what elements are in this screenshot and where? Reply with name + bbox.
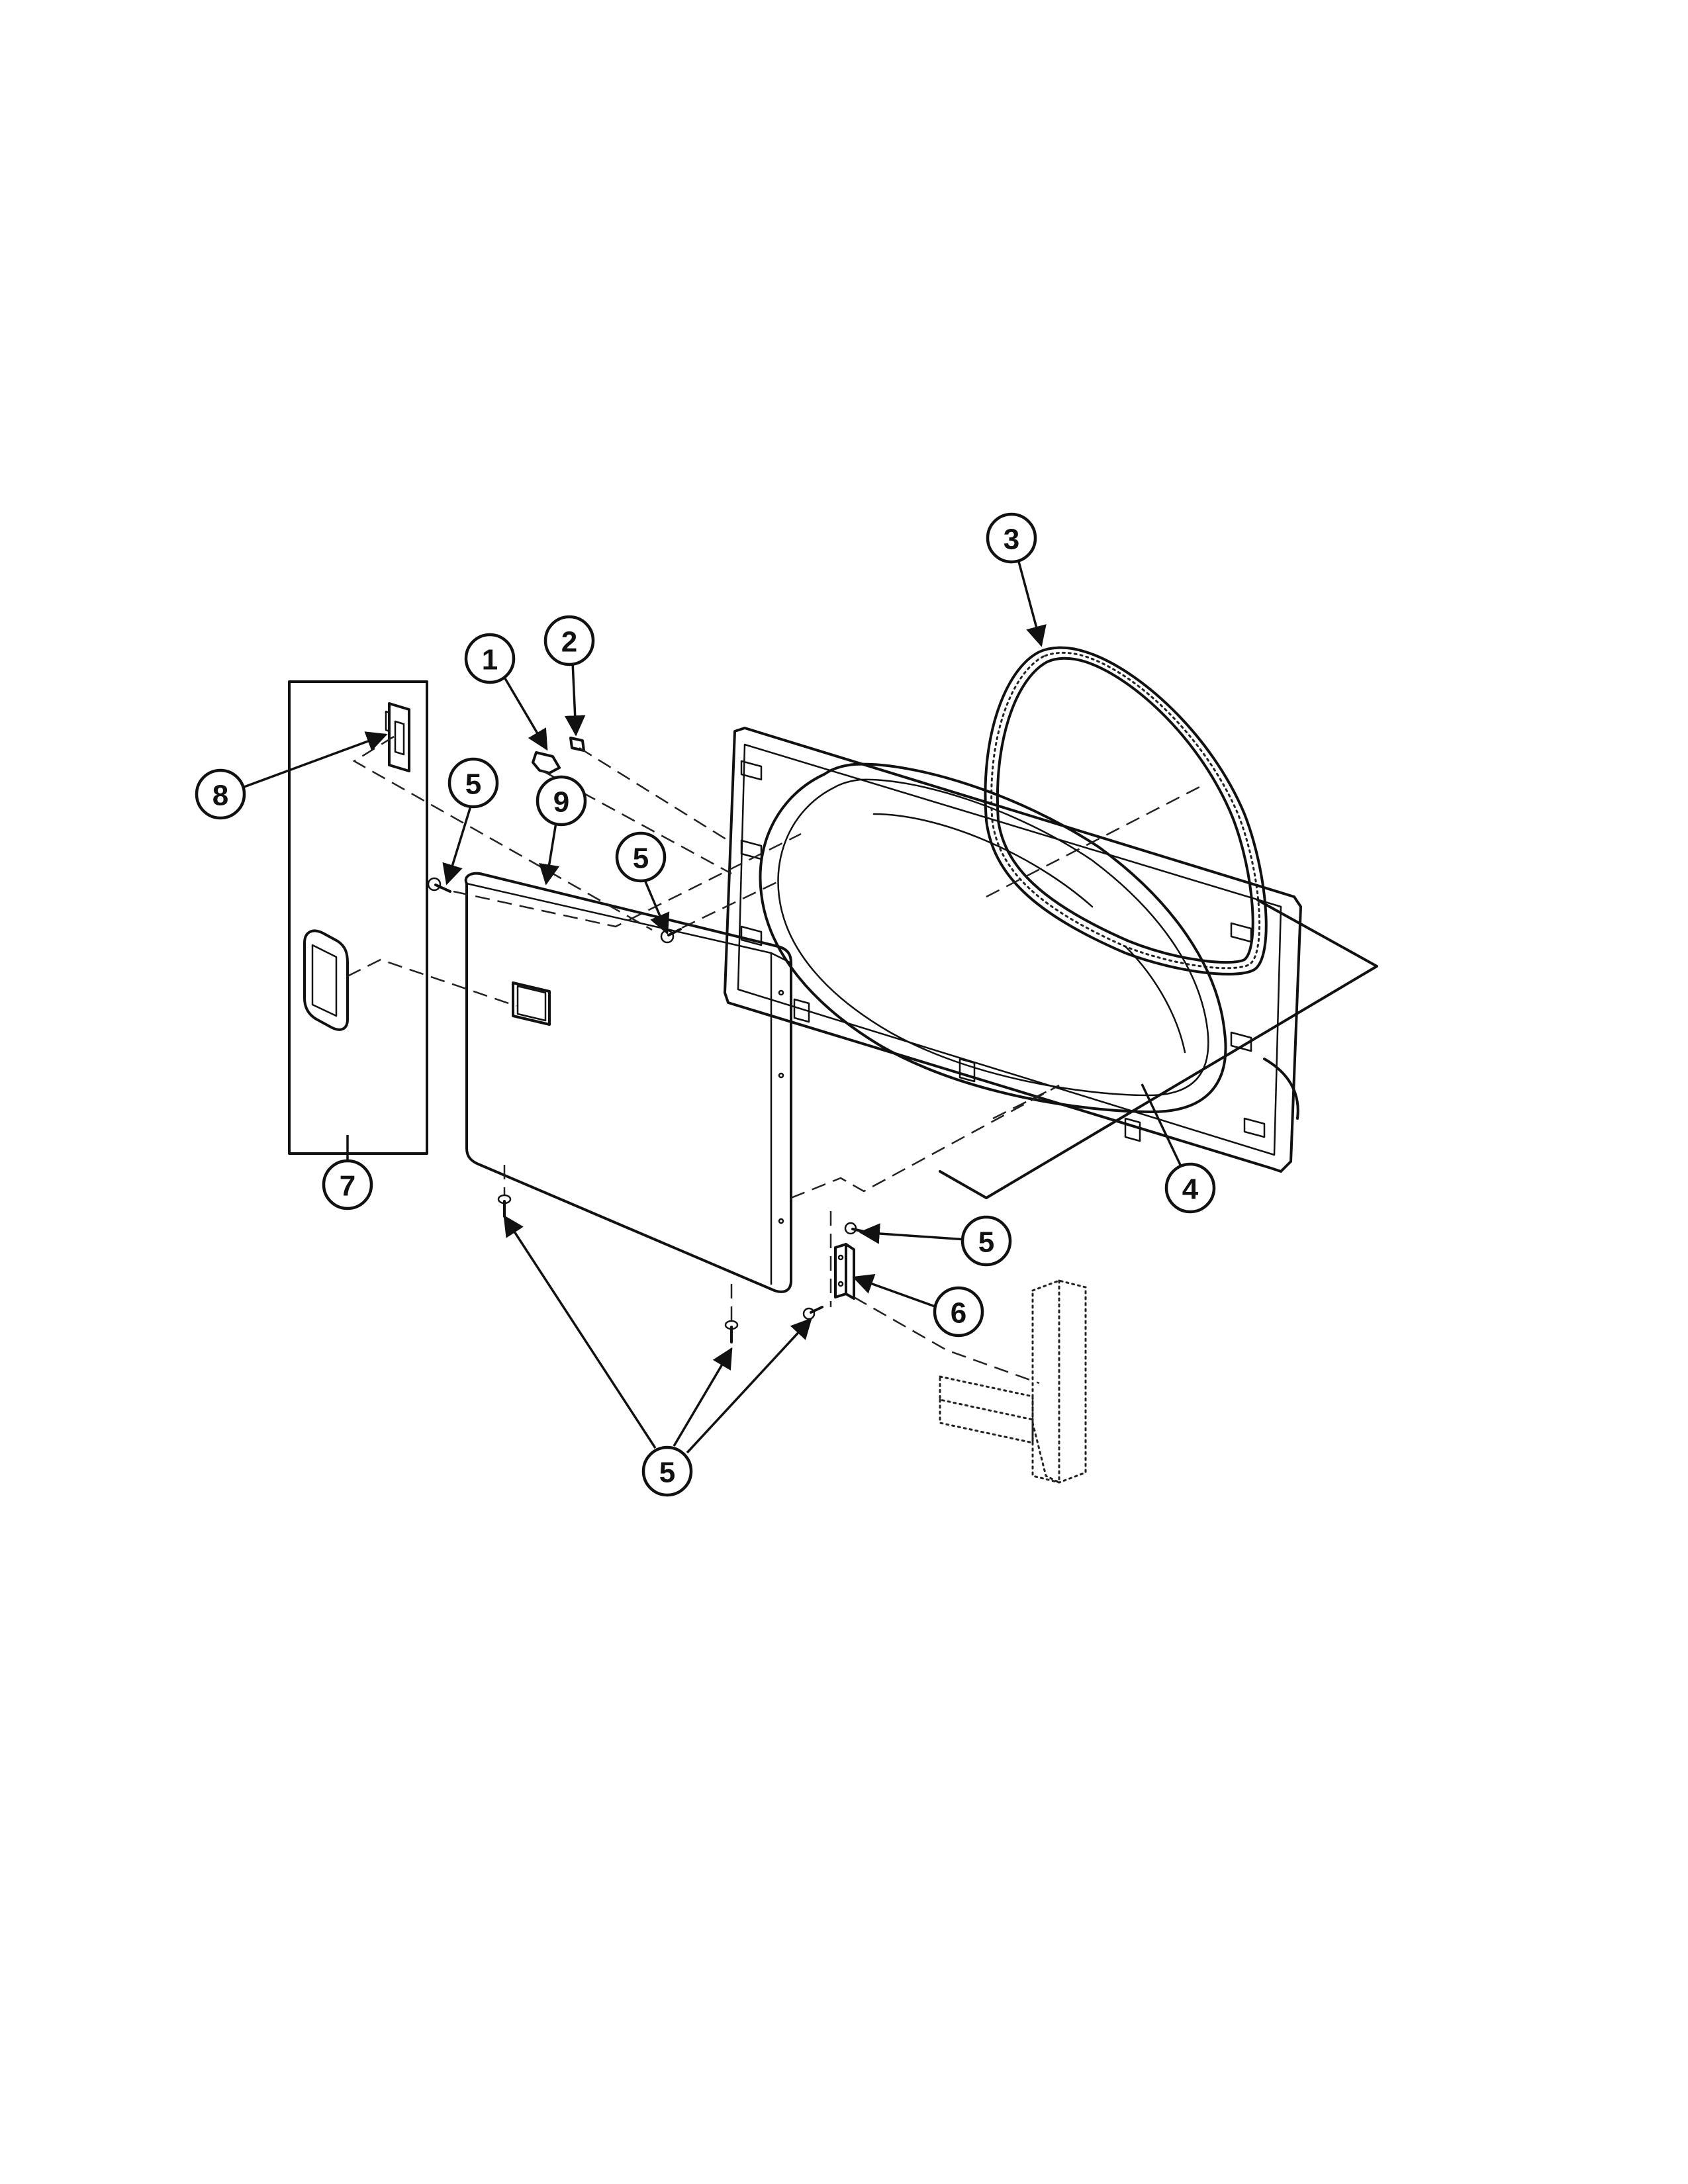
callout-9: 9 (536, 775, 587, 827)
callout-4: 4 (1164, 1162, 1216, 1214)
svg-text:6: 6 (951, 1297, 966, 1330)
lock-bracket-1 (532, 751, 561, 774)
svg-text:3: 3 (1004, 523, 1019, 556)
callout-5-bottom: 5 (641, 1445, 693, 1497)
callout-5-liner: 5 (615, 831, 667, 883)
screw-upper-left (427, 877, 451, 893)
svg-text:9: 9 (553, 786, 569, 819)
callout-3: 3 (986, 512, 1037, 564)
callout-1: 1 (464, 633, 516, 684)
assembly-bracket-4 (939, 899, 1378, 1199)
svg-text:1: 1 (482, 644, 498, 676)
svg-text:5: 5 (978, 1226, 994, 1259)
door-gasket (984, 646, 1268, 976)
screw-liner (660, 928, 682, 944)
callout-7: 7 (322, 1159, 373, 1210)
screw-bottom-right (724, 1320, 739, 1343)
svg-text:2: 2 (561, 626, 577, 659)
screw-bottom-left (497, 1194, 512, 1218)
door-inner-liner (724, 727, 1302, 1173)
callout-2: 2 (543, 615, 595, 666)
svg-text:5: 5 (659, 1457, 675, 1489)
svg-text:4: 4 (1182, 1173, 1199, 1206)
svg-text:8: 8 (212, 780, 228, 812)
svg-text:5: 5 (633, 842, 649, 875)
callout-5-hinge: 5 (961, 1215, 1012, 1267)
screw-hinge-lower (802, 1306, 823, 1320)
outer-door-panel (464, 872, 792, 1293)
svg-text:7: 7 (340, 1170, 355, 1203)
leader-lines (242, 559, 1182, 1454)
callout-5-upper-left: 5 (447, 757, 499, 809)
callout-6: 6 (933, 1286, 984, 1338)
door-hinge (834, 1243, 855, 1300)
svg-text:5: 5 (465, 768, 481, 801)
handle-kit-box (288, 680, 428, 1155)
cabinet-reference (939, 1279, 1087, 1484)
callout-8: 8 (195, 768, 246, 820)
